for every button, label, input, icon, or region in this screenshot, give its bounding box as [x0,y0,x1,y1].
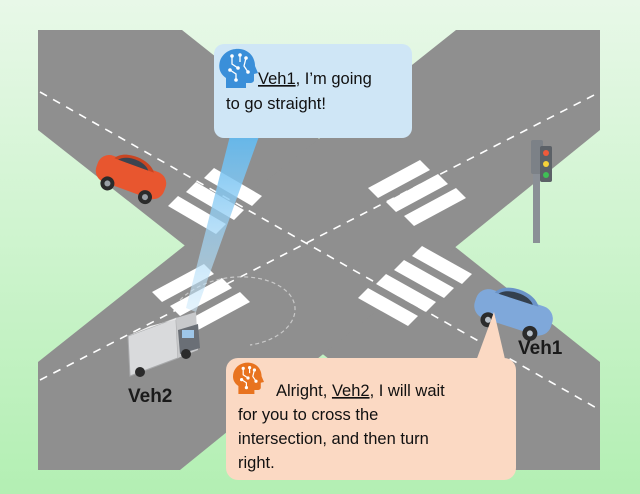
bubble-top: Veh1, I’m going to go straight! [214,44,412,138]
svg-text:Alright, Veh2, I will wait: Alright, Veh2, I will wait [276,382,445,400]
veh2-label: Veh2 [128,386,172,407]
bubble-top-speaker: Veh1 [258,70,296,88]
bubble-top-line2: to go straight! [226,95,326,113]
bubble-top-line1: , I’m going [296,70,372,88]
bubble-bottom-line2: for you to cross the [238,406,378,424]
svg-text:Veh1, I’m going: Veh1, I’m going [258,70,372,88]
bubble-bottom-line4: right. [238,454,275,472]
bubble-bottom: Alright, Veh2, I will wait for you to cr… [226,358,516,480]
bubble-bottom-line1: , I will wait [370,382,446,400]
bubble-bottom-prefix: Alright, [276,382,332,400]
veh1-label: Veh1 [518,338,563,359]
bubble-bottom-line3: intersection, and then turn [238,430,429,448]
bubble-bottom-speaker: Veh2 [332,382,370,400]
